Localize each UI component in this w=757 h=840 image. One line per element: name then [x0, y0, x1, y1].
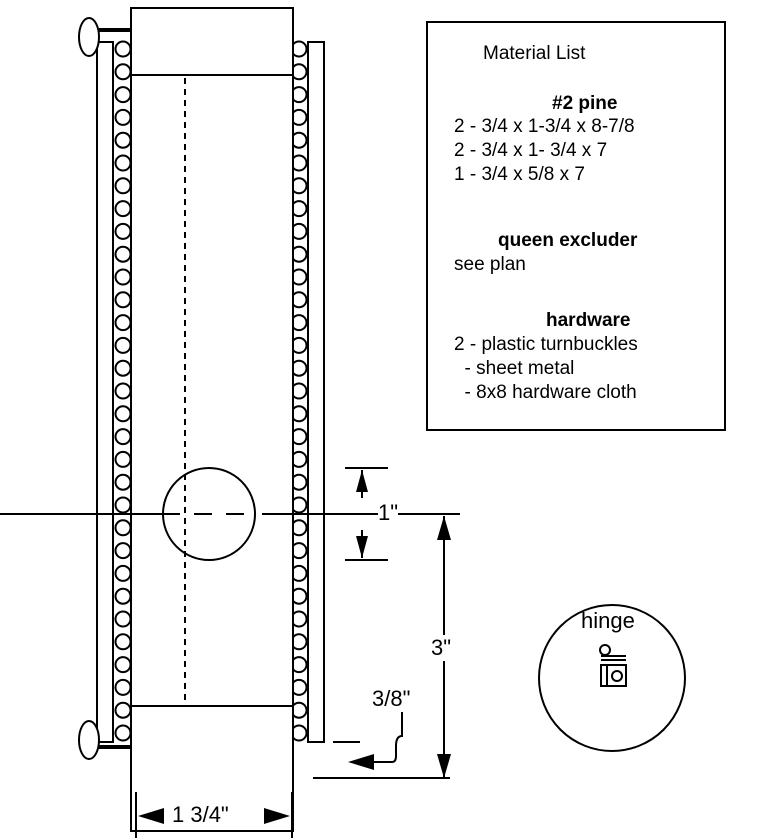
dim-hole-diameter-label: 1": [378, 500, 399, 526]
screen-bead: [114, 314, 132, 332]
left-screen-strip: [96, 41, 114, 743]
screen-bead: [114, 610, 132, 628]
dim-1-arrow-bottom: [356, 536, 368, 558]
hinge-label: hinge: [581, 608, 635, 633]
entrance-hole: [162, 467, 256, 561]
screen-bead: [114, 359, 132, 377]
hardware-line-1: 2 - plastic turnbuckles: [454, 334, 638, 355]
screen-bead: [114, 200, 132, 218]
screen-bead: [114, 177, 132, 195]
dim-38-arrow: [348, 754, 374, 770]
section-heading-pine: #2 pine: [552, 93, 618, 114]
screen-bead: [114, 108, 132, 126]
hinge-icon: [599, 644, 627, 687]
left-bead-column: [114, 40, 132, 742]
dim-w-arrow-right: [264, 808, 290, 824]
screen-bead: [114, 63, 132, 81]
dim-edge-offset-label: 3/8": [372, 686, 411, 711]
dim-1-arrow-top: [356, 470, 368, 492]
screen-bead: [114, 519, 132, 537]
frame-body: [130, 7, 294, 832]
screen-bead: [114, 382, 132, 400]
screen-bead: [114, 222, 132, 240]
dim-hole-height-label: 3": [431, 635, 452, 661]
screen-bead: [114, 633, 132, 651]
hardware-line-2: - sheet metal: [454, 358, 575, 379]
screen-bead: [114, 336, 132, 354]
screen-bead: [114, 154, 132, 172]
screen-bead: [114, 656, 132, 674]
screen-bead: [114, 678, 132, 696]
top-turnbuckle: [78, 17, 100, 57]
bottom-turnbuckle: [78, 720, 100, 760]
pine-line-1: 2 - 3/4 x 1-3/4 x 8-7/8: [454, 116, 635, 137]
screen-bead: [114, 40, 132, 58]
dim-3-arrow-bottom: [437, 754, 451, 778]
screen-bead: [114, 428, 132, 446]
screen-bead: [114, 564, 132, 582]
pine-line-3: 1 - 3/4 x 5/8 x 7: [454, 164, 585, 185]
screen-bead: [114, 268, 132, 286]
pine-line-2: 2 - 3/4 x 1- 3/4 x 7: [454, 140, 608, 161]
screen-bead: [114, 473, 132, 491]
screen-bead: [114, 291, 132, 309]
screen-bead: [114, 245, 132, 263]
section-heading-hardware: hardware: [546, 310, 631, 331]
screen-bead: [114, 450, 132, 468]
screen-bead: [114, 724, 132, 742]
dim-38-leader: [374, 712, 403, 763]
excluder-line-1: see plan: [454, 254, 526, 275]
screen-bead: [114, 405, 132, 423]
right-bead-column: [290, 40, 308, 742]
dim-w-arrow-left: [138, 808, 164, 824]
hardware-line-3: - 8x8 hardware cloth: [454, 382, 637, 403]
material-list-title: Material List: [483, 43, 586, 64]
section-heading-excluder: queen excluder: [498, 230, 638, 251]
screen-bead: [114, 542, 132, 560]
screen-bead: [114, 86, 132, 104]
material-list-box: Material List #2 pine 2 - 3/4 x 1-3/4 x …: [426, 21, 726, 431]
dim-width-label: 1 3/4": [172, 802, 229, 828]
screen-bead: [114, 701, 132, 719]
screen-bead: [114, 131, 132, 149]
dim-3-arrow-top: [437, 516, 451, 540]
screen-bead: [114, 587, 132, 605]
right-screen-strip: [307, 41, 325, 743]
screen-bead: [114, 496, 132, 514]
